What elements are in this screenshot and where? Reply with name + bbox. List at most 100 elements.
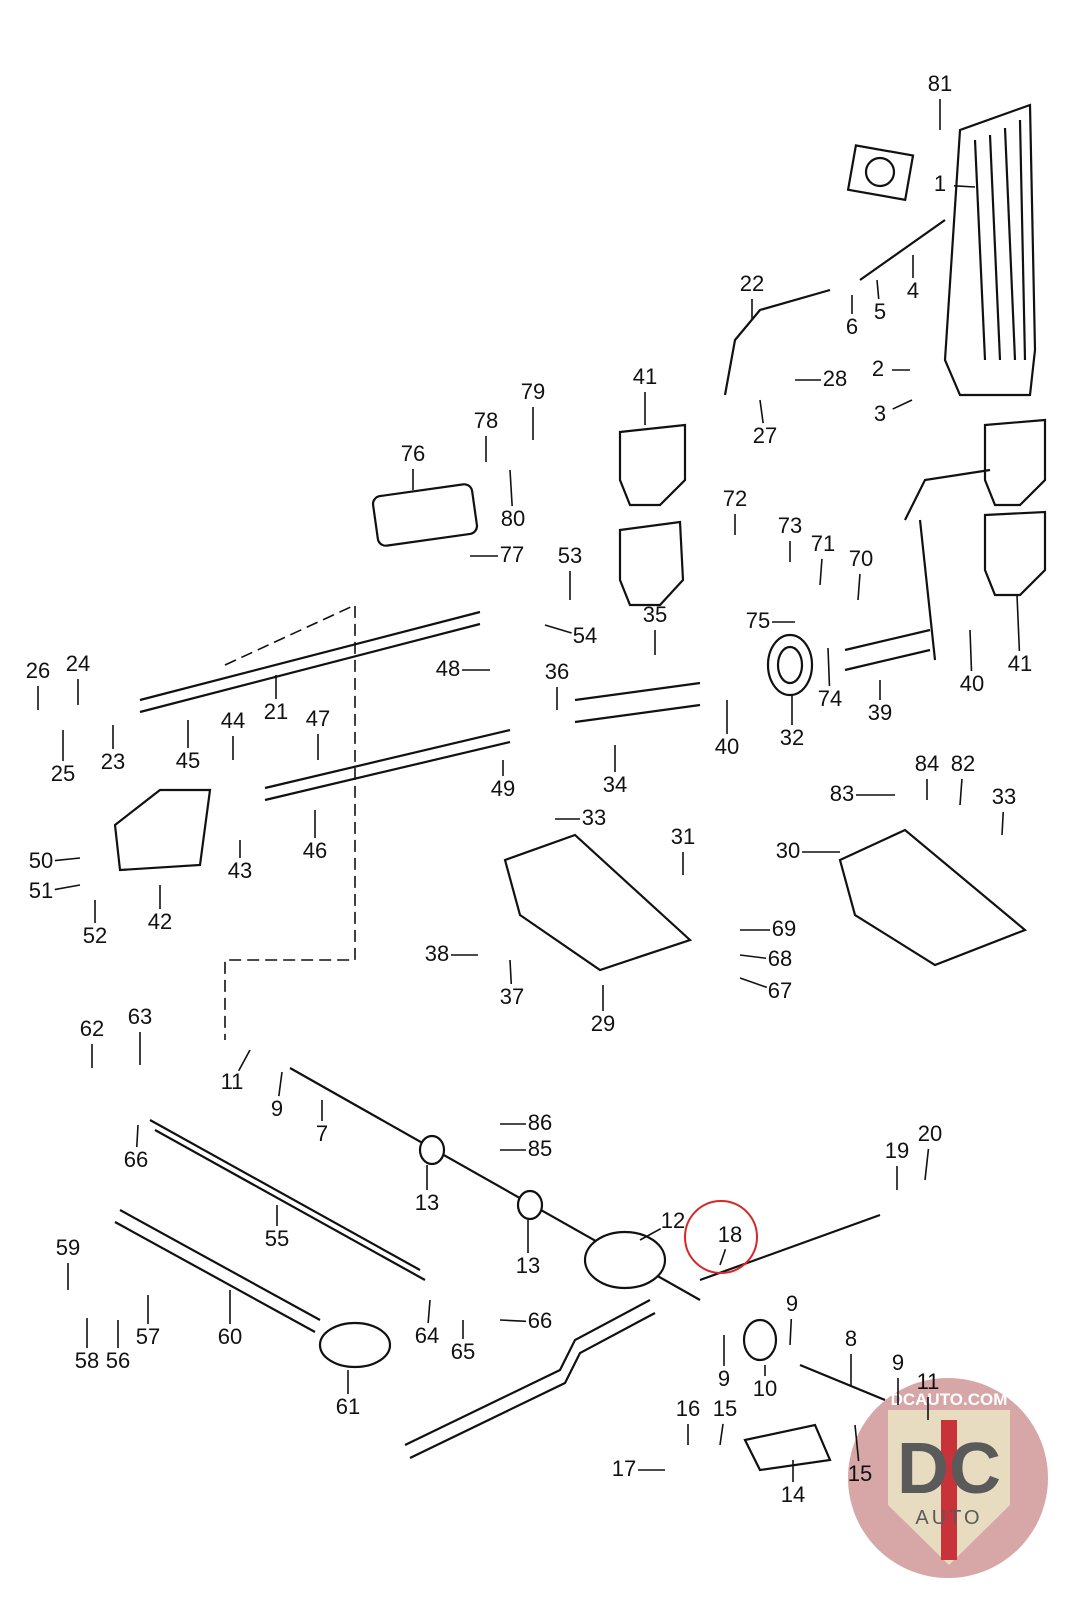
leader-line — [544, 624, 572, 634]
leader-line — [54, 884, 81, 891]
part-callout-44: 44 — [221, 708, 245, 760]
part-number-label: 41 — [1008, 651, 1032, 676]
leader-line — [54, 857, 81, 862]
part-callout-32: 32 — [780, 695, 804, 750]
part-callout-18: 18 — [718, 1222, 742, 1266]
part-number-label: 4 — [907, 278, 919, 303]
part-number-label: 13 — [516, 1253, 540, 1278]
part-callout-75: 75 — [746, 608, 795, 633]
part-callout-22: 22 — [740, 271, 764, 320]
watermark-sub-text: AUTO — [915, 1507, 982, 1529]
part-callout-7: 7 — [316, 1100, 328, 1146]
part-callout-55: 55 — [265, 1205, 289, 1251]
leader-line — [135, 1124, 139, 1148]
part-callout-35: 35 — [643, 602, 667, 655]
part-callout-9: 9 — [786, 1291, 798, 1346]
leader-line — [739, 954, 767, 960]
part-number-label: 78 — [474, 408, 498, 433]
part-callout-4: 4 — [907, 255, 919, 303]
part-number-label: 63 — [128, 1004, 152, 1029]
part-callout-13: 13 — [415, 1165, 439, 1215]
highlight-circle-part-18 — [684, 1200, 758, 1274]
part-number-label: 83 — [830, 781, 854, 806]
part-callout-76: 76 — [401, 441, 425, 490]
part-number-label: 59 — [56, 1235, 80, 1260]
part-callout-46: 46 — [303, 810, 327, 863]
part-callout-39: 39 — [868, 680, 892, 725]
part-number-label: 20 — [918, 1121, 942, 1146]
leader-line — [509, 959, 513, 985]
part-callout-21: 21 — [264, 675, 288, 724]
part-callout-45: 45 — [176, 720, 200, 773]
part-callout-48: 48 — [436, 656, 490, 681]
part-number-label: 37 — [500, 984, 524, 1009]
part-number-label: 82 — [951, 751, 975, 776]
part-number-label: 84 — [915, 751, 939, 776]
leader-line — [953, 184, 976, 188]
part-number-label: 79 — [521, 379, 545, 404]
part-callout-27: 27 — [753, 399, 777, 448]
parts-outlines — [113, 103, 1047, 1472]
part-number-label: 11 — [917, 1369, 940, 1394]
leader-line — [739, 977, 768, 989]
part-callout-74: 74 — [818, 647, 842, 711]
part-callout-59: 59 — [56, 1235, 80, 1290]
part-number-label: 11 — [221, 1069, 244, 1094]
part-callout-66: 66 — [499, 1308, 552, 1333]
part-callout-36: 36 — [545, 659, 569, 710]
part-callout-84: 84 — [915, 751, 939, 800]
part-number-label: 15 — [848, 1461, 872, 1486]
part-number-label: 42 — [148, 909, 172, 934]
part-number-label: 55 — [265, 1226, 289, 1251]
watermark-brand-text: DC — [897, 1429, 1001, 1509]
part-number-label: 68 — [768, 946, 792, 971]
part-callout-50: 50 — [29, 848, 81, 873]
watermark-stripe — [941, 1420, 957, 1560]
part-number-label: 13 — [415, 1190, 439, 1215]
part-number-label: 27 — [753, 423, 777, 448]
part-callout-58: 58 — [75, 1318, 99, 1373]
part-callout-81: 81 — [928, 71, 952, 130]
part-number-label: 56 — [106, 1348, 130, 1373]
part-number-label: 3 — [874, 401, 886, 426]
part-number-label: 43 — [228, 858, 252, 883]
part-number-label: 33 — [992, 784, 1016, 809]
part-number-label: 14 — [781, 1482, 805, 1507]
part-callout-31: 31 — [671, 824, 695, 875]
part-number-label: 47 — [306, 706, 330, 731]
part-number-label: 69 — [772, 916, 796, 941]
part-callout-16: 16 — [676, 1396, 700, 1445]
part-number-label: 50 — [29, 848, 53, 873]
part-number-label: 2 — [872, 356, 884, 381]
part-callout-24: 24 — [66, 651, 90, 705]
part-number-label: 48 — [436, 656, 460, 681]
leader-line — [827, 647, 831, 687]
part-number-label: 31 — [671, 824, 695, 849]
part-number-label: 86 — [528, 1110, 552, 1135]
part-callout-14: 14 — [781, 1460, 805, 1507]
leader-line — [854, 1424, 860, 1462]
part-number-label: 9 — [718, 1366, 730, 1391]
part-number-label: 38 — [425, 941, 449, 966]
part-number-label: 52 — [83, 923, 107, 948]
leader-line — [1016, 594, 1021, 652]
part-callout-20: 20 — [918, 1121, 942, 1181]
leader-line — [719, 1423, 724, 1446]
part-callout-19: 19 — [885, 1138, 909, 1190]
part-number-label: 66 — [528, 1308, 552, 1333]
leader-line — [238, 1049, 251, 1072]
part-callout-15: 15 — [848, 1424, 872, 1486]
part-callout-57: 57 — [136, 1295, 160, 1349]
part-number-label: 58 — [75, 1348, 99, 1373]
leader-line — [969, 629, 973, 672]
part-number-label: 66 — [124, 1147, 148, 1172]
part-callout-2: 2 — [872, 356, 910, 381]
leader-line — [789, 1318, 793, 1346]
part-callout-71: 71 — [811, 531, 835, 586]
part-number-label: 9 — [271, 1096, 283, 1121]
part-number-label: 40 — [715, 734, 739, 759]
